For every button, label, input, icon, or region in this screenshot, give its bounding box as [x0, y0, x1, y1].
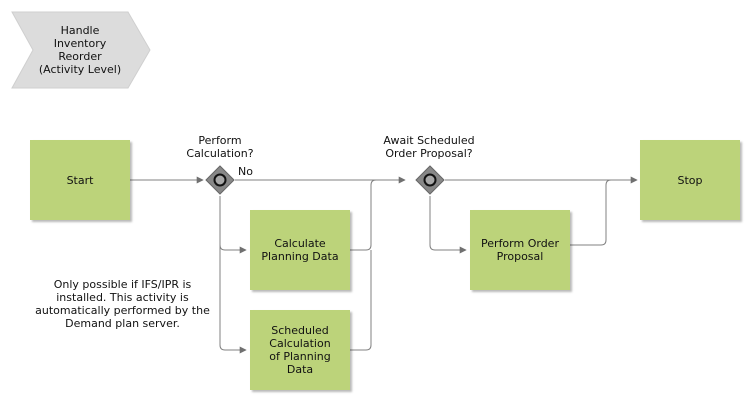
stop-node[interactable]: Stop: [640, 140, 740, 220]
scheduled-calculation-activity[interactable]: Scheduled Calculation of Planning Data: [250, 310, 350, 390]
gateway-await-scheduled[interactable]: [415, 165, 445, 195]
connector-perform-order-to-stop: [570, 179, 612, 246]
connector-scheduled-to-gateway2: [350, 250, 372, 351]
connector-gateway1-to-calculate: [219, 196, 247, 254]
connector-calculate-to-gateway2: [350, 179, 377, 251]
connector-gateway1-to-scheduled: [219, 245, 247, 354]
gateway-perform-calculation-label: Perform Calculation?: [186, 134, 254, 160]
process-title: Handle Inventory Reorder (Activity Level…: [38, 24, 122, 76]
calculate-planning-data-activity[interactable]: Calculate Planning Data: [250, 210, 350, 290]
perform-order-proposal-activity[interactable]: Perform Order Proposal: [470, 210, 570, 290]
no-branch-label: No: [238, 165, 253, 178]
gateway-await-scheduled-label: Await Scheduled Order Proposal?: [383, 134, 475, 160]
connector-gateway2-to-perform-order: [429, 196, 467, 254]
start-node[interactable]: Start: [30, 140, 130, 220]
annotation-note: Only possible if IFS/IPR is installed. T…: [35, 278, 210, 330]
gateway-perform-calculation[interactable]: [205, 165, 235, 195]
title-chevron-shape: [11, 11, 151, 89]
